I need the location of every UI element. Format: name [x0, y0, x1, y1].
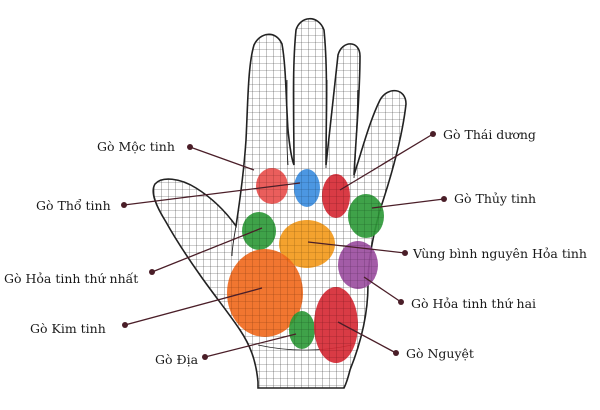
- leader-line-kim-tinh: [124, 287, 263, 326]
- label-kim-tinh: Gò Kim tinh: [30, 321, 106, 336]
- mount-mesh-thuy-tinh: [348, 194, 384, 238]
- label-dia: Gò Địa: [155, 352, 199, 367]
- leader-dot-nguyet: [393, 350, 399, 356]
- leader-dot-thai-duong: [430, 131, 436, 137]
- mount-mesh-tho-tinh: [294, 169, 320, 207]
- leader-dot-hoa-tinh-2: [398, 299, 404, 305]
- mount-mesh-binh-nguyen: [279, 220, 335, 268]
- mount-mesh-dia: [289, 311, 315, 349]
- label-hoa-tinh-1: Gò Hỏa tinh thứ nhất: [4, 271, 138, 286]
- label-binh-nguyen: Vùng bình nguyên Hỏa tinh: [412, 246, 587, 261]
- leader-dot-kim-tinh: [122, 322, 128, 328]
- label-moc-tinh: Gò Mộc tinh: [97, 139, 175, 154]
- leader-line-thuy-tinh: [371, 198, 445, 209]
- label-hoa-tinh-2: Gò Hỏa tinh thứ hai: [411, 296, 536, 311]
- mount-mesh-hoa-tinh-2: [338, 241, 378, 289]
- label-nguyet: Gò Nguyệt: [406, 346, 474, 361]
- mount-mesh-thai-duong: [322, 174, 350, 218]
- label-thai-duong: Gò Thái dương: [443, 127, 536, 142]
- leader-line-moc-tinh: [189, 146, 255, 171]
- leader-line-nguyet: [337, 321, 397, 354]
- leader-dot-hoa-tinh-1: [149, 269, 155, 275]
- leader-dot-dia: [202, 354, 208, 360]
- leader-dot-tho-tinh: [121, 202, 127, 208]
- leader-line-thai-duong: [339, 133, 434, 191]
- leader-line-tho-tinh: [123, 182, 301, 206]
- mount-mesh-nguyet: [314, 287, 358, 363]
- leader-line-hoa-tinh-1: [151, 227, 263, 273]
- palm-mounts: [227, 168, 384, 363]
- leader-line-hoa-tinh-2: [363, 276, 402, 303]
- label-tho-tinh: Gò Thổ tinh: [36, 198, 111, 213]
- leader-line-dia: [204, 333, 297, 358]
- leader-dot-thuy-tinh: [441, 196, 447, 202]
- mount-mesh-kim-tinh: [227, 249, 303, 337]
- leader-dot-binh-nguyen: [402, 250, 408, 256]
- label-thuy-tinh: Gò Thủy tinh: [454, 191, 536, 206]
- leader-dot-moc-tinh: [187, 144, 193, 150]
- leader-line-binh-nguyen: [307, 241, 406, 254]
- mount-mesh-hoa-tinh-1: [242, 212, 276, 250]
- annotations: Gò Mộc tinh Gò Thổ tinh Gò Thái dương Gò Th…: [4, 127, 587, 367]
